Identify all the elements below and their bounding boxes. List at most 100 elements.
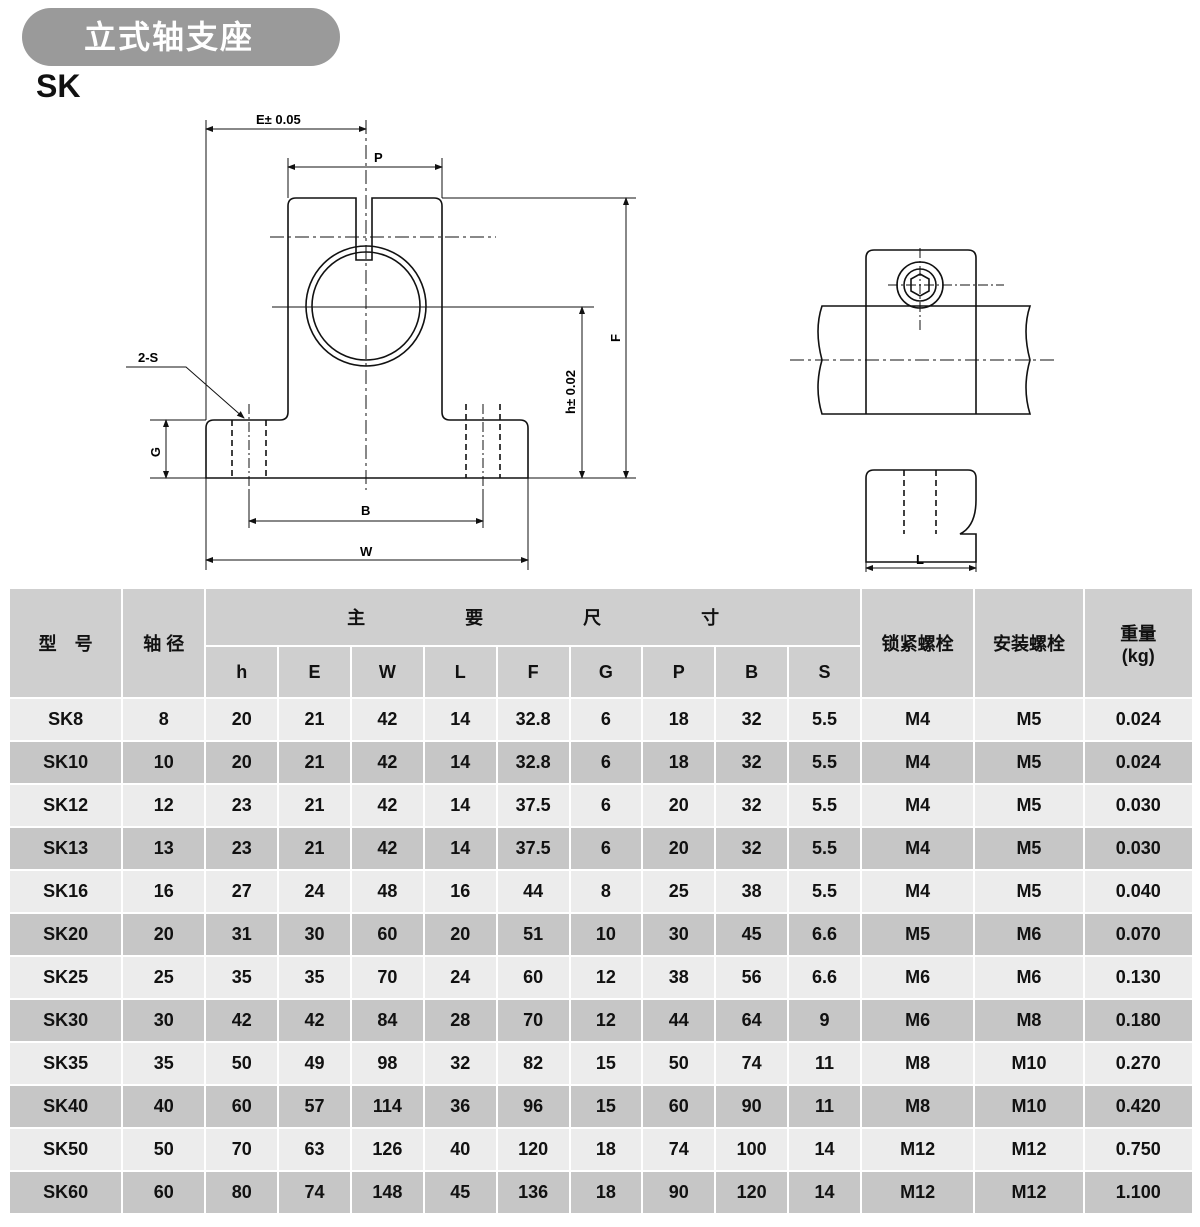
table-cell: 96 <box>497 1086 569 1127</box>
table-cell: 60 <box>497 957 569 998</box>
table-cell: 24 <box>424 957 496 998</box>
table-cell: SK13 <box>10 828 122 869</box>
table-cell: 8 <box>123 699 205 740</box>
table-cell: 35 <box>279 957 350 998</box>
table-cell: 74 <box>279 1172 350 1213</box>
table-cell: 42 <box>351 828 423 869</box>
table-cell: 0.180 <box>1084 1000 1192 1041</box>
table-cell: 5.5 <box>789 871 860 912</box>
table-cell: 51 <box>497 914 569 955</box>
table-cell: 57 <box>279 1086 350 1127</box>
table-cell: 21 <box>279 785 350 826</box>
table-cell: 20 <box>643 828 715 869</box>
header-main-char-2: 要 <box>465 608 484 628</box>
dim-s-label: 2-S <box>138 350 159 365</box>
table-cell: 16 <box>123 871 205 912</box>
table-cell: 74 <box>643 1129 715 1170</box>
table-cell: SK20 <box>10 914 122 955</box>
model-code: SK <box>36 68 81 104</box>
table-cell: 23 <box>206 828 278 869</box>
table-cell: 60 <box>123 1172 205 1213</box>
header-weight-label: 重量 <box>1120 623 1157 644</box>
table-cell: 14 <box>424 785 496 826</box>
table-cell: 20 <box>123 914 205 955</box>
page-title: 立式轴支座 <box>22 8 340 66</box>
table-cell: SK25 <box>10 957 122 998</box>
table-cell: 45 <box>716 914 788 955</box>
table-cell: 32 <box>716 699 788 740</box>
table-cell: 50 <box>123 1129 205 1170</box>
dim-w-label: W <box>360 544 373 559</box>
header-main-dimensions: 主要尺寸 <box>206 589 860 645</box>
table-cell: 84 <box>351 1000 423 1041</box>
table-cell: 98 <box>351 1043 423 1084</box>
table-cell: M8 <box>975 1000 1083 1041</box>
table-cell: 1.100 <box>1084 1172 1192 1213</box>
table-cell: 21 <box>279 699 350 740</box>
table-cell: 32 <box>716 828 788 869</box>
dim-h-label: h± 0.02 <box>563 370 578 414</box>
table-cell: 5.5 <box>789 742 860 783</box>
table-cell: 38 <box>716 871 788 912</box>
header-main-char-4: 寸 <box>701 608 720 628</box>
table-cell: 20 <box>206 699 278 740</box>
table-cell: 30 <box>279 914 350 955</box>
table-cell: 0.024 <box>1084 699 1192 740</box>
table-cell: 148 <box>351 1172 423 1213</box>
table-cell: 20 <box>643 785 715 826</box>
table-cell: 35 <box>123 1043 205 1084</box>
table-cell: SK16 <box>10 871 122 912</box>
table-cell: 23 <box>206 785 278 826</box>
table-cell: M12 <box>861 1129 974 1170</box>
table-cell: 10 <box>570 914 642 955</box>
table-cell: 21 <box>279 742 350 783</box>
table-cell: 35 <box>206 957 278 998</box>
table-cell: 24 <box>279 871 350 912</box>
table-cell: 63 <box>279 1129 350 1170</box>
table-cell: SK50 <box>10 1129 122 1170</box>
table-cell: 0.070 <box>1084 914 1192 955</box>
table-cell: 10 <box>123 742 205 783</box>
table-cell: M6 <box>861 1000 974 1041</box>
table-cell: 37.5 <box>497 828 569 869</box>
table-cell: M10 <box>975 1043 1083 1084</box>
table-cell: 6 <box>570 742 642 783</box>
table-cell: M4 <box>861 871 974 912</box>
table-cell: SK12 <box>10 785 122 826</box>
table-cell: 48 <box>351 871 423 912</box>
table-cell: 114 <box>351 1086 423 1127</box>
table-cell: SK8 <box>10 699 122 740</box>
table-cell: 12 <box>570 957 642 998</box>
table-cell: M5 <box>861 914 974 955</box>
header-weight: 重量 (kg) <box>1084 589 1192 697</box>
table-cell: 44 <box>643 1000 715 1041</box>
table-cell: 5.5 <box>789 699 860 740</box>
table-cell: 27 <box>206 871 278 912</box>
table-cell: 6 <box>570 785 642 826</box>
table-cell: M4 <box>861 785 974 826</box>
table-cell: M5 <box>975 785 1083 826</box>
table-cell: M12 <box>861 1172 974 1213</box>
table-cell: 18 <box>570 1172 642 1213</box>
table-cell: 21 <box>279 828 350 869</box>
table-cell: 45 <box>424 1172 496 1213</box>
header-h: h <box>206 647 278 697</box>
header-g: G <box>570 647 642 697</box>
table-cell: 120 <box>716 1172 788 1213</box>
table-cell: M10 <box>975 1086 1083 1127</box>
header-p: P <box>643 647 715 697</box>
table-cell: SK10 <box>10 742 122 783</box>
table-cell: 0.270 <box>1084 1043 1192 1084</box>
table-cell: 90 <box>716 1086 788 1127</box>
table-cell: 80 <box>206 1172 278 1213</box>
header-b: B <box>716 647 788 697</box>
table-cell: 9 <box>789 1000 860 1041</box>
table-cell: 6.6 <box>789 957 860 998</box>
table-cell: 60 <box>643 1086 715 1127</box>
